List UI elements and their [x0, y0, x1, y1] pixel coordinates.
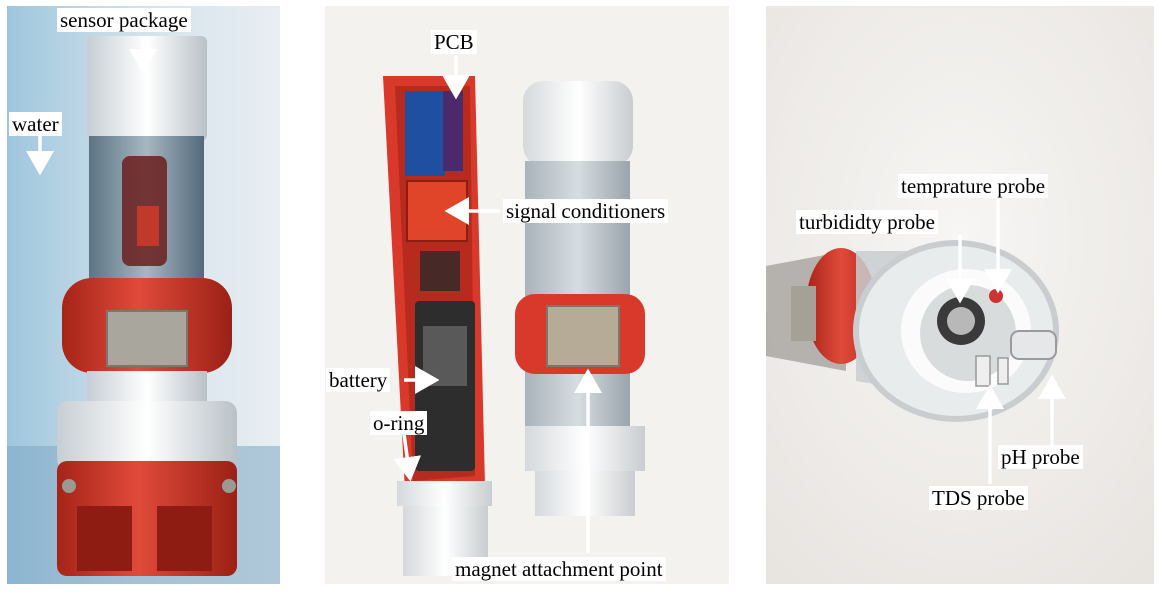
label-turbididty-probe: turbididty probe	[796, 210, 938, 234]
signal-conditioner-board	[406, 180, 468, 242]
label-tds-probe: TDS probe	[929, 486, 1028, 510]
right-cap	[523, 81, 633, 166]
pcb-board	[405, 91, 445, 176]
tds-probe-shape	[975, 355, 991, 387]
label-pcb: PCB	[431, 30, 477, 54]
label-magnet-attachment-point: magnet attachment point	[452, 557, 666, 581]
temperature-probe-shape	[989, 289, 1003, 303]
label-water: water	[9, 112, 62, 136]
ph-probe-shape	[1010, 330, 1057, 360]
white-coupler	[57, 401, 237, 471]
photo-opened-housing	[325, 6, 729, 584]
photo-assembled-device	[7, 6, 280, 584]
top-cap	[87, 36, 207, 141]
label-o-ring: o-ring	[370, 411, 428, 435]
label-signal-conditioners: signal conditioners	[503, 199, 669, 223]
label-temprature-probe: temprature probe	[898, 174, 1049, 198]
label-sensor-package: sensor package	[57, 8, 191, 32]
label-battery: battery	[326, 368, 391, 392]
label-ph-probe: pH probe	[998, 445, 1083, 469]
magnet-plate	[546, 305, 620, 367]
right-coupler	[535, 471, 635, 516]
metal-plate	[106, 310, 188, 367]
